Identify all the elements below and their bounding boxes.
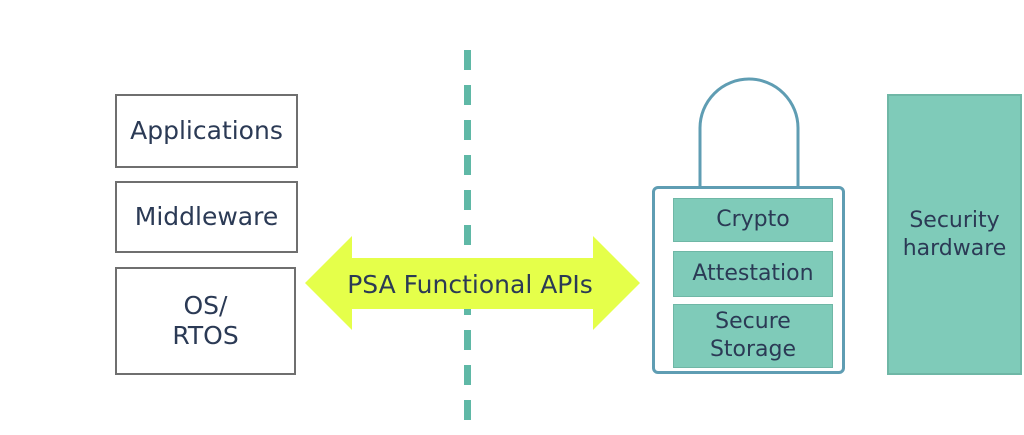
crypto-block: Crypto xyxy=(673,198,833,242)
bidirectional-arrow xyxy=(305,236,640,330)
dashed-divider xyxy=(464,50,471,435)
api-arrow-label: PSA Functional APIs xyxy=(347,269,593,299)
security-hardware-box: Security hardware xyxy=(887,94,1022,375)
middleware-box: Middleware xyxy=(115,181,298,253)
secure-storage-block: Secure Storage xyxy=(673,304,833,368)
attestation-block: Attestation xyxy=(673,251,833,297)
padlock-shackle xyxy=(698,77,800,189)
os-rtos-box: OS/ RTOS xyxy=(115,267,296,375)
applications-box: Applications xyxy=(115,94,298,168)
padlock-body: Crypto Attestation Secure Storage xyxy=(652,186,845,374)
